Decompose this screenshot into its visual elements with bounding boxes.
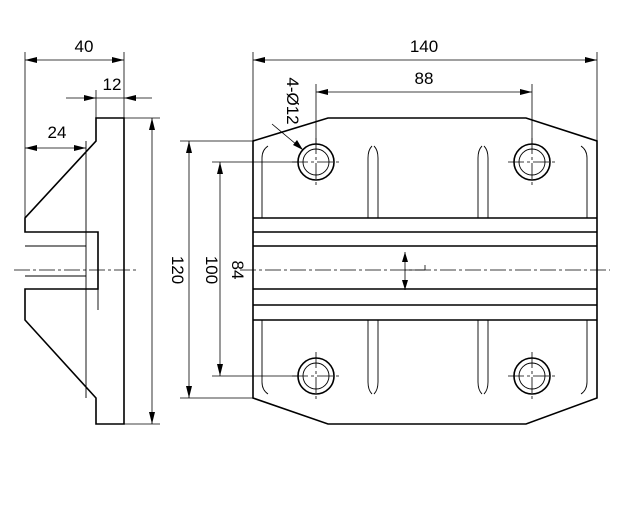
- rib-upper-left-inner: [367, 145, 373, 218]
- rib-upper-mid-right: [477, 145, 483, 218]
- dim-front-total-width: 140: [252, 37, 598, 141]
- rib-lower-left-inner: [367, 320, 373, 395]
- side-view-outline: [24, 117, 125, 425]
- dim-side-total-width: 40: [24, 37, 125, 218]
- dim-side-plate-thickness-label: 12: [103, 75, 122, 94]
- dim-side-plate-thickness: 12: [66, 75, 152, 118]
- front-view: [240, 117, 610, 425]
- dim-side-total-width-label: 40: [75, 37, 94, 56]
- dim-front-outer-height-label: 100: [202, 256, 221, 284]
- dim-side-flange-width: 24: [25, 123, 86, 151]
- rib-lower-right-inner: [483, 320, 489, 395]
- dim-front-outer-height: 100: [180, 140, 253, 399]
- rib-upper-right-outer: [580, 145, 588, 218]
- dim-side-height-label: 120: [168, 256, 187, 284]
- rib-lower-mid-right: [477, 320, 483, 395]
- dim-front-total-width-label: 140: [410, 37, 438, 56]
- rib-lower-right-outer: [580, 320, 588, 395]
- dim-front-hole-spacing-x-label: 88: [415, 69, 434, 88]
- rib-upper-mid-left: [373, 145, 379, 218]
- rib-lower-left-outer: [261, 320, 269, 395]
- side-view: [14, 117, 138, 425]
- dim-side-flange-width-label: 24: [48, 123, 67, 142]
- dim-front-hole-callout: 4-Ø12: [271, 77, 304, 151]
- rib-upper-left-outer: [261, 145, 269, 218]
- dim-front-hole-callout-label: 4-Ø12: [283, 77, 302, 124]
- hole-centerlines: [292, 138, 556, 400]
- rib-lower-mid-left: [373, 320, 379, 395]
- side-view-channel-inner: [25, 232, 99, 310]
- dim-front-hole-spacing-y-label: 84: [228, 261, 247, 280]
- channel-depth-marker: [402, 252, 426, 290]
- dim-front-hole-spacing-y: 84: [212, 161, 298, 377]
- dim-front-hole-spacing-x: 88: [315, 69, 533, 144]
- front-view-outline: [252, 117, 598, 425]
- rib-upper-right-inner: [483, 145, 489, 218]
- dim-side-height: 120: [124, 117, 187, 425]
